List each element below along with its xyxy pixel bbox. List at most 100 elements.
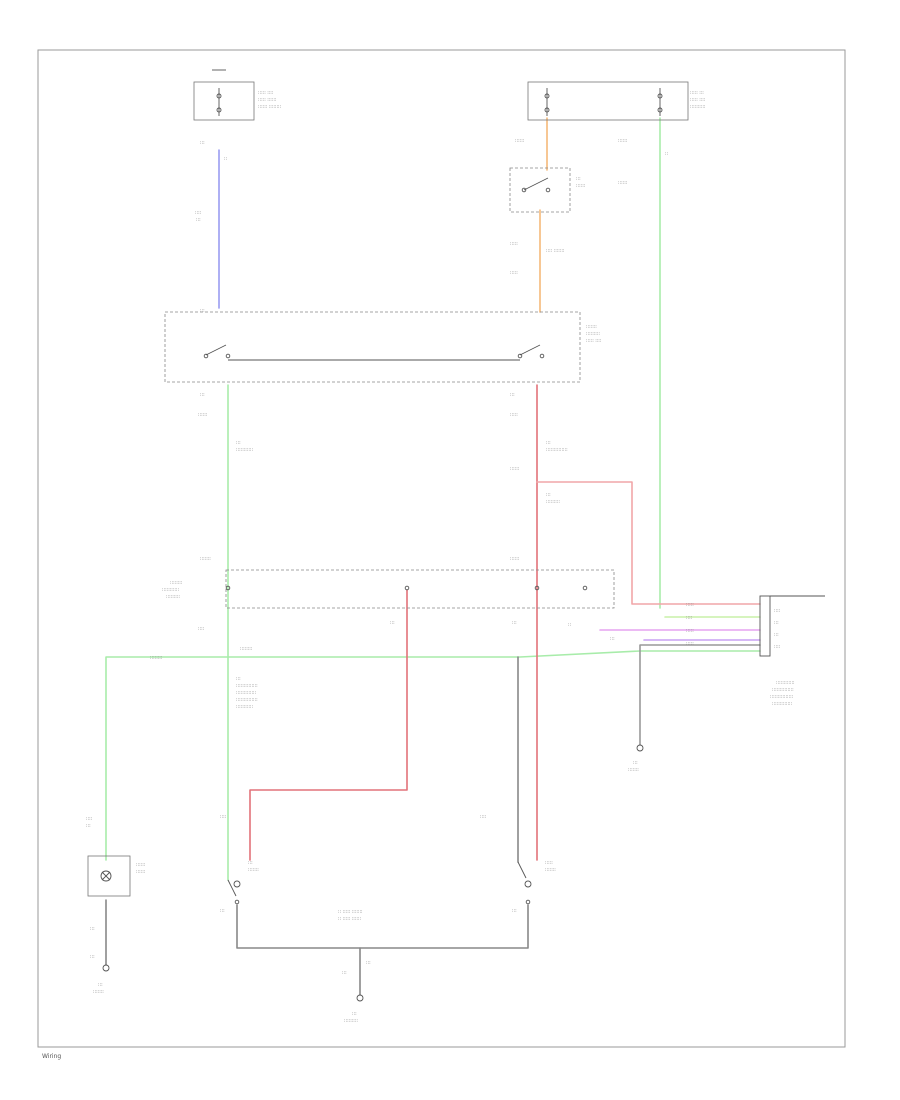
wire-red-middle-feed <box>249 589 408 861</box>
wire-pink-to-module <box>536 481 761 605</box>
lamp-right: :::::::::::: <box>517 861 556 905</box>
wire-tags: ::::: ::::::: ::: :::::::::::::: :::::: … <box>86 139 694 976</box>
svg-text:::::::::::::::: :::::::::::::: <box>236 684 258 689</box>
svg-text:::::: :::: <box>198 627 205 632</box>
svg-text:::::::::: :::::::: <box>150 656 163 661</box>
control-module: :::::::::::::: :::::::::::::::::::::::::… <box>759 595 825 707</box>
svg-text::::::::::: ::::::::: <box>546 500 560 505</box>
svg-text:::::::: :::::: <box>510 557 520 562</box>
svg-text::::::::: ::::::: <box>93 990 104 995</box>
svg-text::::::::::::::: ::::::::::::: <box>236 691 257 696</box>
svg-text:::::: ::::: ::::: :::: <box>690 98 706 103</box>
svg-text::::::: ::::: <box>510 413 518 418</box>
diagram-frame <box>37 49 846 1048</box>
svg-text::::: ::: <box>546 493 551 498</box>
svg-text::::: ::: <box>633 761 638 766</box>
svg-text:::::::: :::::: <box>136 863 146 868</box>
svg-text:::::::::: :::::::: <box>170 581 183 586</box>
svg-text::::: ::: <box>236 677 241 682</box>
diagram-footer-code: Wiring <box>42 1053 61 1060</box>
svg-text::::: ::: <box>90 927 95 932</box>
svg-text:::::::: :::::: <box>515 139 525 144</box>
svg-text::::: ::: <box>248 861 253 866</box>
svg-text:::::::: :::::: <box>618 139 628 144</box>
ground-module: :::::::::: <box>628 744 644 773</box>
svg-text:::::::::::::: :::::::::::: <box>776 681 795 686</box>
svg-text::::::::: ::::::: <box>545 868 556 873</box>
svg-text::::: ::: <box>610 637 615 642</box>
svg-text::::: ::: <box>774 621 779 626</box>
svg-text::: ::::: :::::::: :: ::::: ::::::: <box>338 910 363 915</box>
svg-text::::::: ::::: <box>510 271 518 276</box>
svg-text::::::::::::::: ::::::::::::: <box>772 702 793 707</box>
svg-text:::::::: :::::: <box>576 184 586 189</box>
svg-text::::::: ::::: <box>686 642 694 647</box>
svg-text:::::: :::: <box>774 645 781 650</box>
svg-text:::::: ::::: ::::: :::: <box>586 339 602 344</box>
wire-green-horizontal-run <box>105 650 761 861</box>
svg-text:::::::::::::::: :::::::::::::: <box>236 698 258 703</box>
svg-text::::: ::: <box>200 141 205 146</box>
svg-text::::::: ::::: <box>686 603 694 608</box>
svg-text::::::::::: ::::::::: <box>586 332 600 337</box>
fuse-box-top-left: ::::: ::::::::: :::::::::::: :::::::: <box>193 69 282 121</box>
svg-text:::::: :::: <box>86 817 93 822</box>
svg-text::::::::::::: ::::::::::: <box>236 448 253 453</box>
svg-text::::::: ::::: <box>686 629 694 634</box>
svg-text::::::::::: ::::::::: <box>166 595 180 600</box>
svg-text:::::::::::: :::::::::: <box>690 105 706 110</box>
svg-text::: ::::: ::::::: :: ::::: :::::: <box>338 917 361 922</box>
svg-text::::: ::: <box>576 177 581 182</box>
svg-text:::::::: :::::: <box>136 870 146 875</box>
svg-text::::: ::: <box>90 955 95 960</box>
svg-text:::::: :::: <box>480 815 487 820</box>
svg-text::::: ::: <box>774 633 779 638</box>
svg-text:::::::: :::::: <box>198 413 208 418</box>
svg-text:::::::::: :::::::: <box>240 647 253 652</box>
svg-text::::::::: ::::::: <box>200 557 211 562</box>
svg-text::::::::: ::::::: <box>628 768 639 773</box>
svg-text:::::: ::::: ::::: :::: <box>258 91 274 96</box>
svg-text::::::: ::::: <box>510 242 518 247</box>
svg-text:::::::: :::::: <box>618 181 628 186</box>
svg-text:::::::: :::::: <box>510 467 520 472</box>
lamp-left: :::::::::: <box>227 861 259 905</box>
svg-text::::: ::: <box>352 1012 357 1017</box>
wire-grey-lamp-loop <box>236 904 529 949</box>
svg-text::::: ::: <box>196 218 201 223</box>
switch-block: ::::::::::::::::::::: :::: <box>164 311 602 383</box>
junction-block: :::::::::::::::::::::::::::: <box>162 569 615 609</box>
svg-text::::: ::: <box>510 393 515 398</box>
svg-text:::::::::::::::: :::::::::::::: <box>546 448 568 453</box>
svg-text::::: ::: <box>200 393 205 398</box>
svg-text::::: ::: <box>546 441 551 446</box>
wires <box>105 117 761 996</box>
svg-text::::: ::: <box>220 909 225 914</box>
svg-text::::: ::: <box>236 441 241 446</box>
cluster-indicator: :::::::::::: <box>87 855 146 897</box>
svg-text:::: :: <box>665 152 669 157</box>
svg-text:::::: :::: <box>774 609 781 614</box>
svg-text:::: :: <box>224 157 228 162</box>
svg-text:::::: :::: <box>195 211 202 216</box>
svg-text::::::::::::: ::::::::::: <box>236 705 253 710</box>
svg-text::::::::: ::::::: <box>586 325 597 330</box>
svg-text::::: ::: <box>200 309 205 314</box>
svg-text:::::: :::: <box>220 815 227 820</box>
fuse-box-top-right: ::::: :::::::: :::::::::::::: <box>527 81 706 121</box>
svg-text::::: ::: <box>390 621 395 626</box>
clutch-switch: ::::::::: <box>509 167 586 213</box>
svg-text::::: ::: <box>512 621 517 626</box>
svg-text::::: ::: <box>86 824 91 829</box>
svg-text::::::: ::::::::: :::::: :::::::: <box>258 105 282 110</box>
svg-text:::::::::::::::: :::::::::::::: <box>772 688 794 693</box>
ground-left: :::::::::: <box>93 964 110 995</box>
svg-text::::::::::: ::::::::: <box>344 1019 358 1024</box>
svg-text::::::: ::::: <box>545 861 553 866</box>
svg-text:::::: ::::::: ::::: :::::: <box>258 98 277 103</box>
svg-text:::: :: <box>568 623 572 628</box>
svg-text::::::::::::: ::::::::::: <box>162 588 179 593</box>
wire-ground-module <box>639 644 761 746</box>
svg-text::::: :::::::: :::: ::::::: <box>546 249 565 254</box>
